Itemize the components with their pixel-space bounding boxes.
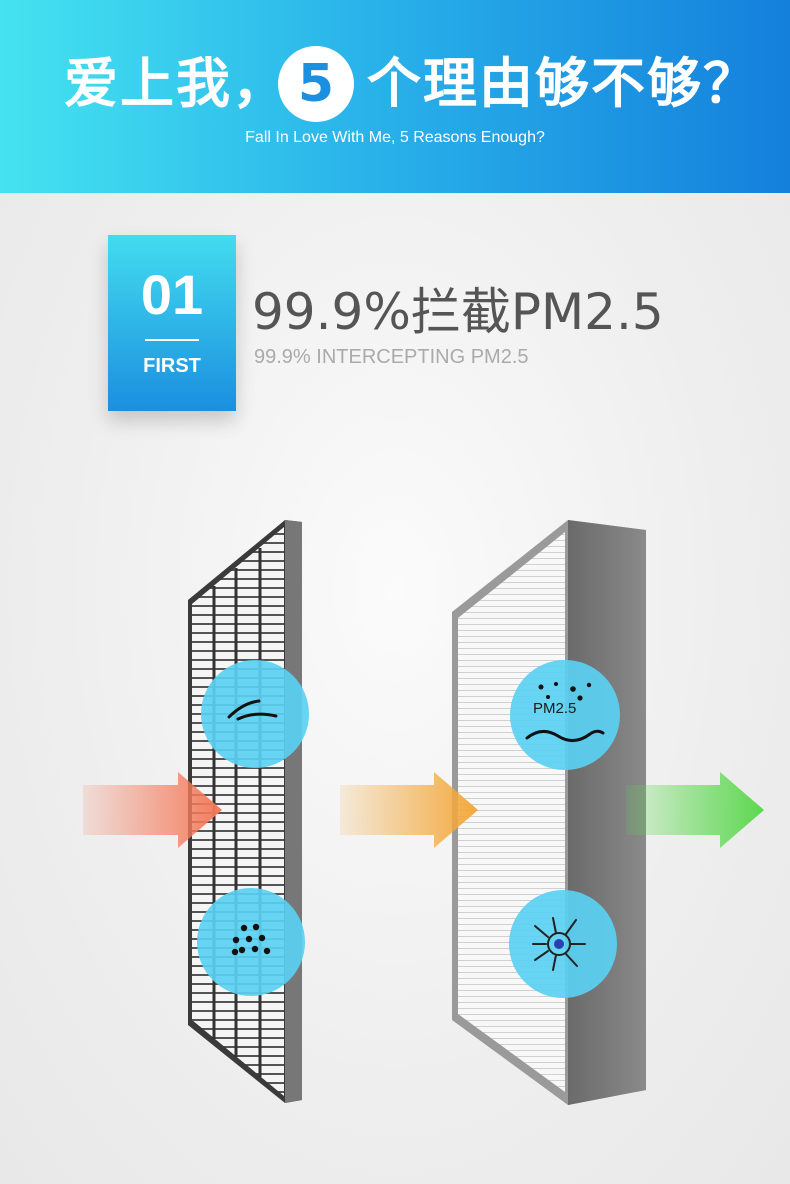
feature-number-badge: 01 FIRST — [108, 235, 236, 411]
headline: 爱上我， 5 个理由够不够？ — [0, 44, 790, 124]
pm25-icon-label: PM2.5 — [533, 700, 577, 717]
filter-illustration — [83, 520, 764, 1105]
badge-divider — [145, 339, 199, 341]
pm25-icon — [510, 660, 620, 770]
bacteria-icon — [509, 890, 617, 998]
headline-number-badge: 5 — [278, 46, 354, 122]
hair-icon — [201, 660, 309, 768]
feature-subtitle: 99.9% INTERCEPTING PM2.5 — [254, 346, 529, 368]
airflow-arrow-middle — [340, 772, 478, 848]
headline-subtitle: Fall In Love With Me, 5 Reasons Enough? — [245, 129, 545, 146]
feature-number: 01 — [140, 263, 204, 326]
airflow-arrow-out — [626, 772, 764, 848]
headline-part-1: 爱上我， — [64, 52, 288, 115]
dust-particles-icon — [197, 888, 305, 996]
feature-title: 99.9%拦截PM2.5 — [252, 283, 664, 341]
feature-order-label: FIRST — [143, 355, 201, 377]
hepa-filter-panel — [452, 520, 646, 1105]
airflow-arrow-in — [83, 772, 222, 848]
headline-part-2: 个理由够不够？ — [367, 52, 759, 115]
header-banner — [0, 0, 790, 193]
